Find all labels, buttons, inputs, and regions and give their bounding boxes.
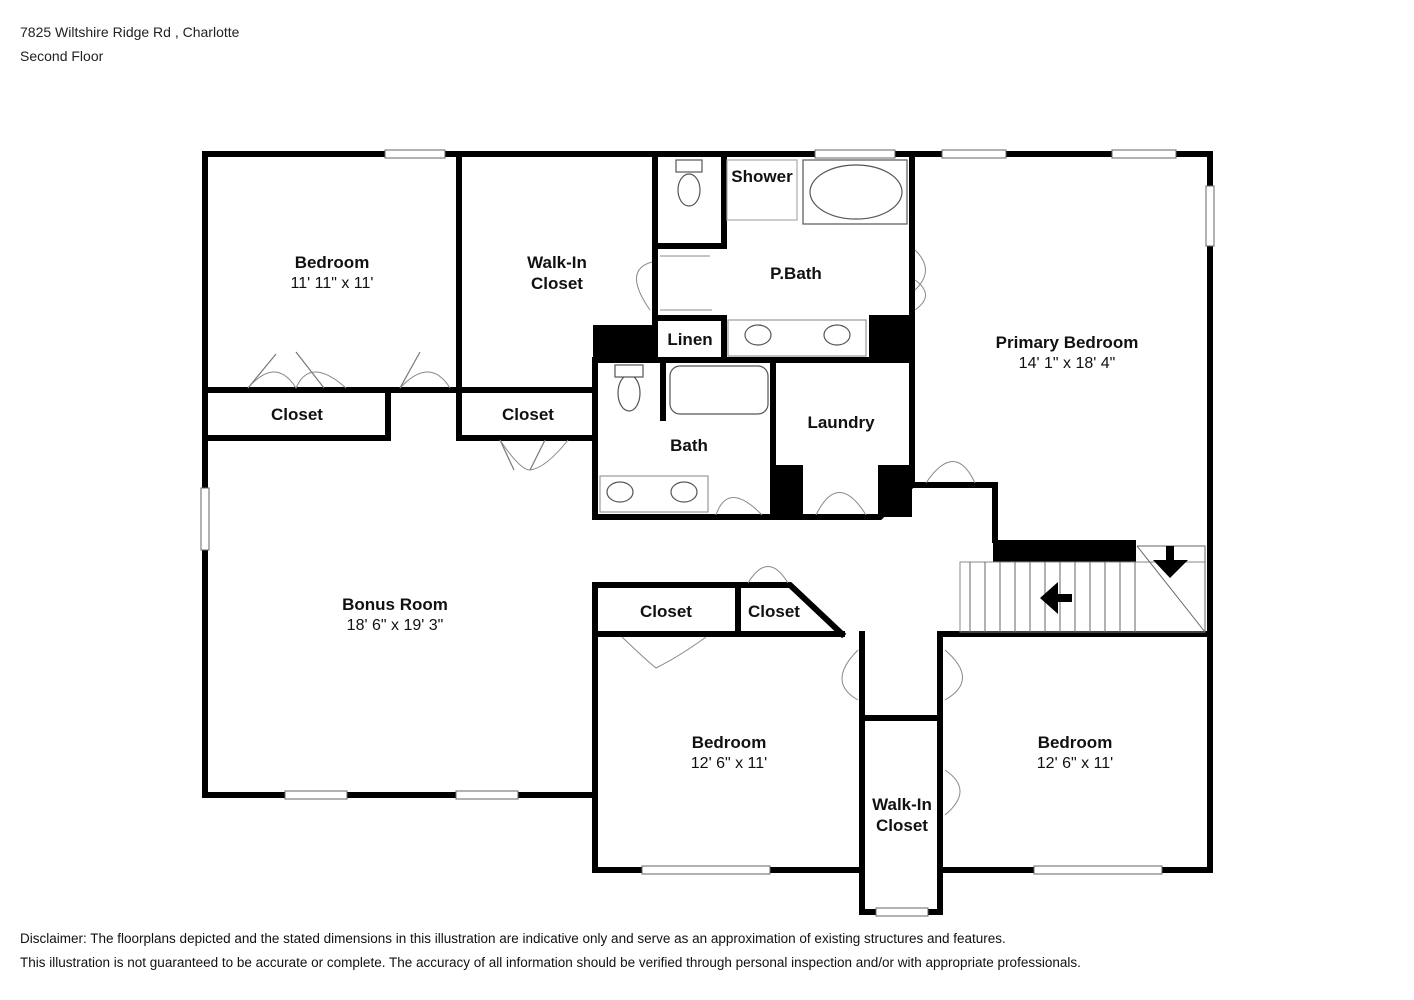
stairs-down-arrow-icon [1153,546,1188,578]
tub-surround [802,159,908,225]
room-name-bonus-room: Bonus Room [342,595,448,614]
room-name-closet-nw: Closet [271,405,323,424]
window [1111,149,1177,159]
room-name-closet-mid: Closet [502,405,554,424]
bathtub-icon [669,365,769,415]
room-name-closet-s1: Closet [640,602,692,621]
window [284,790,348,800]
room-name-shower: Shower [731,167,793,186]
doors [247,249,976,816]
room-name-walkin-top-1: Walk-In [527,253,587,272]
wall-block [869,315,913,358]
fixtures [599,159,908,513]
stairs [959,545,1206,633]
room-name-primary-bedroom: Primary Bedroom [996,333,1139,352]
wall-block [773,465,803,517]
bathtub-icon [809,164,903,220]
window [941,149,1007,159]
vanity [599,475,709,513]
room-name-bedroom-s: Bedroom [692,733,767,752]
room-name-walkin-top-2: Closet [531,274,583,293]
room-dims-bonus-room: 18' 6" x 19' 3" [347,617,444,634]
floor-label: Second Floor [20,48,104,64]
room-name-closet-s2: Closet [748,602,800,621]
window [875,907,929,917]
room-name-walkin-s-2: Closet [876,816,928,835]
room-name-pbath: P.Bath [770,264,822,283]
sink-icon [606,481,634,503]
room-dims-bedroom-s: 12' 6" x 11' [691,755,767,772]
disclaimer-line-1: Disclaimer: The floorplans depicted and … [20,931,1006,946]
room-dims-bedroom-nw: 11' 11" x 11' [291,275,374,292]
stairs-arrow-icon [1040,582,1072,614]
toilet-tank [675,159,703,173]
sink-icon [670,481,698,503]
room-dims-primary-bedroom: 14' 1" x 18' 4" [1019,355,1116,372]
toilet-icon [677,173,701,207]
room-name-bedroom-nw: Bedroom [295,253,370,272]
walls [202,151,1213,915]
toilet-icon [617,374,641,412]
sink-icon [744,324,772,346]
window [1205,185,1215,247]
room-name-linen: Linen [667,330,712,349]
vanity [727,319,867,357]
window [1033,865,1163,875]
room-dims-bedroom-se: 12' 6" x 11' [1037,755,1113,772]
shower-stall [726,159,798,221]
address-text: 7825 Wiltshire Ridge Rd , Charlotte [20,24,240,40]
window [814,149,896,159]
wall-block [593,325,655,360]
room-name-laundry: Laundry [807,413,875,432]
window [200,487,210,551]
room-name-bath: Bath [670,436,708,455]
toilet-tank [614,364,644,378]
window [455,790,519,800]
room-name-bedroom-se: Bedroom [1038,733,1113,752]
window [384,149,446,159]
window [641,865,771,875]
room-labels: Bedroom 11' 11" x 11' Walk-In Closet Sho… [271,167,1138,835]
windows [200,149,1215,917]
disclaimer-line-2: This illustration is not guaranteed to b… [20,955,1081,970]
room-name-walkin-s-1: Walk-In [872,795,932,814]
sink-icon [823,324,851,346]
wall-block [993,540,1136,562]
